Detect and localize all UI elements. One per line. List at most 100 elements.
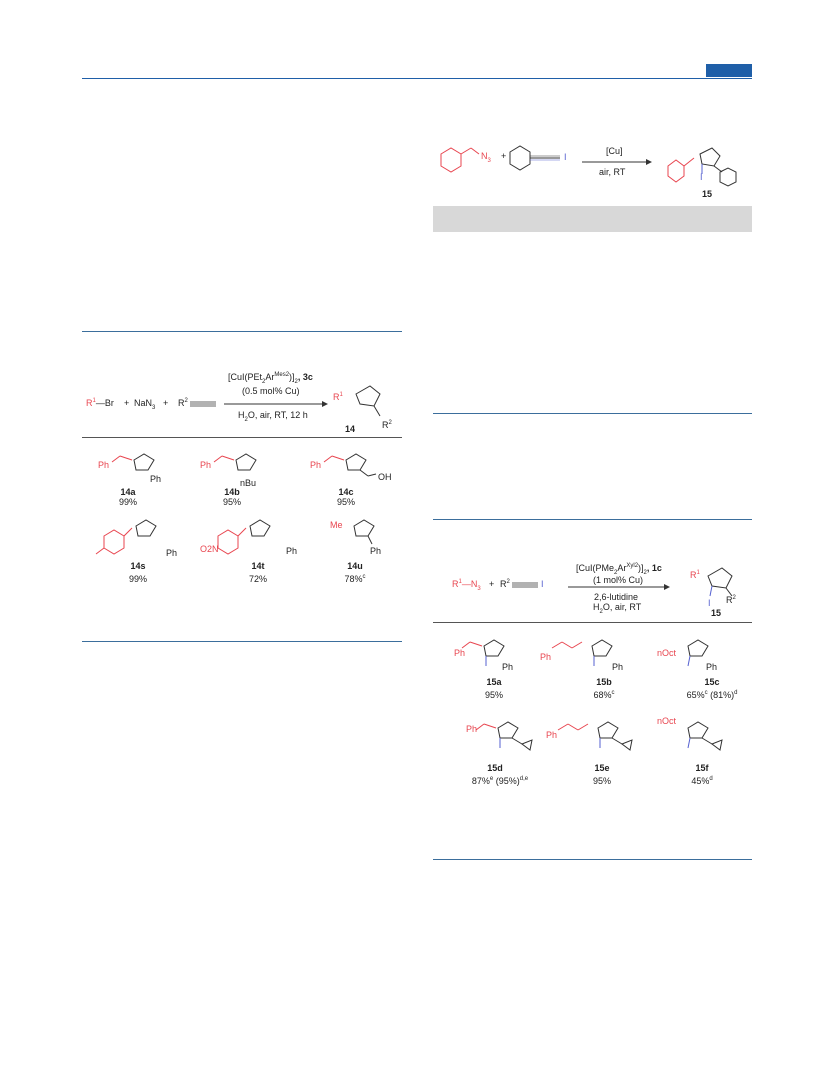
scheme15-product-number: 15 xyxy=(711,608,722,618)
product-14u-r: Ph xyxy=(370,546,382,556)
product-15f-yield: 45%d xyxy=(691,776,713,786)
product-14c-yield: 95% xyxy=(336,497,355,507)
product-15b-r1: Ph xyxy=(540,652,552,662)
product-15c-yield: 65%c (81%)d xyxy=(686,690,738,700)
scheme14-catalyst: [CuI(PEt2ArMes2)]2, 3c xyxy=(228,372,313,385)
product-15b-yield: 68%c xyxy=(593,690,615,700)
scheme14-product-structure xyxy=(355,385,381,417)
plus-sign: + xyxy=(501,151,507,161)
product-15e-r1: Ph xyxy=(546,730,558,740)
reagent-label: [Cu] xyxy=(606,146,623,156)
product-15a-r1: Ph xyxy=(454,648,466,658)
product-15f-r1: nOct xyxy=(657,716,677,726)
product-14s-id: 14s xyxy=(130,561,146,571)
scheme15-catalyst: [CuI(PMe2ArXyl2)]2, 1c xyxy=(576,563,662,576)
product-15c-id: 15c xyxy=(704,677,720,687)
scheme14-product-r1: R1 xyxy=(333,392,343,402)
product-14u-id: 14u xyxy=(347,561,363,571)
product-14c-sub: Ph xyxy=(310,460,322,470)
product-14b-structure xyxy=(213,453,257,471)
iodoalkyne-structure xyxy=(509,145,560,171)
product-15d-r1: Ph xyxy=(466,724,478,734)
product-15c-r2: Ph xyxy=(706,662,718,672)
scheme15-product-structure xyxy=(707,567,733,597)
product-15a-structure xyxy=(461,639,505,666)
scheme15-product-r2: R2 xyxy=(726,595,736,605)
product-14a-id: 14a xyxy=(120,487,136,497)
product-14t-id: 14t xyxy=(251,561,265,571)
product-14t-structure xyxy=(217,519,271,555)
scheme15-plus: + xyxy=(489,579,495,589)
rule-right-2 xyxy=(433,519,752,520)
table-header-band xyxy=(433,206,752,232)
product-15a-r2: Ph xyxy=(502,662,514,672)
scheme14-product-number: 14 xyxy=(345,424,356,434)
product-14u-sub: Me xyxy=(330,520,343,530)
reaction-arrow xyxy=(582,159,652,165)
product-14b-r: nBu xyxy=(240,478,257,488)
scheme15-iodoalkyne xyxy=(512,582,538,588)
scheme14-nan3: NaN3 xyxy=(134,398,156,411)
product-14u-yield: 78%c xyxy=(344,574,366,584)
product-15f-structure xyxy=(687,721,723,751)
scheme15-r2: R2 xyxy=(500,579,510,589)
product-14t-sub: O2N xyxy=(200,544,219,554)
product-14a-r: Ph xyxy=(150,474,162,484)
scheme15-loading: (1 mol% Cu) xyxy=(593,575,644,585)
product-15-structure xyxy=(667,147,737,187)
product-14s-structure xyxy=(95,519,157,555)
rule-right-1 xyxy=(433,413,752,414)
scheme14-plus2: + xyxy=(163,398,169,408)
product-14a-sub: Ph xyxy=(98,460,110,470)
product-14b-sub: Ph xyxy=(200,460,212,470)
product-15b-structure xyxy=(551,639,613,666)
product-15f-id: 15f xyxy=(695,763,709,773)
product-14u-structure xyxy=(353,519,375,545)
scheme15-product-r1: R1 xyxy=(690,570,700,580)
product-14a-yield: 99% xyxy=(118,497,137,507)
azide-label: N3 xyxy=(481,151,491,164)
product-15a-yield: 95% xyxy=(484,690,503,700)
page-badge xyxy=(706,64,752,77)
scheme15-arrow xyxy=(568,584,670,590)
product-14b-yield: 95% xyxy=(222,497,241,507)
header-rule xyxy=(82,78,752,79)
product-14s-yield: 99% xyxy=(128,574,147,584)
product-15d-id: 15d xyxy=(487,763,503,773)
rule-left-2 xyxy=(82,641,402,642)
scheme14-conditions: H2O, air, RT, 12 h xyxy=(238,410,308,423)
product-14t-yield: 72% xyxy=(248,574,267,584)
product-14a-structure xyxy=(111,453,155,471)
scheme14-plus1: + xyxy=(124,398,130,408)
scheme15-iodo: I xyxy=(541,579,544,589)
iodo-label: I xyxy=(564,152,567,162)
product-15-iodo: I xyxy=(700,172,703,182)
product-14s-r: Ph xyxy=(166,548,178,558)
product-15b-r2: Ph xyxy=(612,662,624,672)
scheme15-base: 2,6-lutidine xyxy=(594,592,639,602)
product-14c-r: OH xyxy=(378,472,392,482)
scheme14-product-r2: R2 xyxy=(382,420,392,430)
product-14t-r: Ph xyxy=(286,546,298,556)
product-15e-structure xyxy=(557,721,633,751)
product-15b-id: 15b xyxy=(596,677,612,687)
product-15a-id: 15a xyxy=(486,677,502,687)
scheme14-divider xyxy=(82,437,402,438)
product-15c-r1: nOct xyxy=(657,648,677,658)
product-15c-structure xyxy=(687,639,709,667)
scheme14-arrow xyxy=(224,401,328,407)
rule-right-3 xyxy=(433,859,752,860)
product-15d-yield: 87%e (95%)d,e xyxy=(471,776,529,786)
scheme15-product-iodo: I xyxy=(708,598,711,608)
scheme15-conditions: H2O, air, RT xyxy=(593,602,642,615)
product-15d-structure xyxy=(475,721,533,751)
product-14c-id: 14c xyxy=(338,487,354,497)
product-14b-id: 14b xyxy=(224,487,240,497)
scheme14-r1br: R1—Br xyxy=(86,398,114,408)
scheme15-r1n3: R1—N3 xyxy=(452,579,481,592)
scheme14-r2: R2 xyxy=(178,398,188,408)
scheme14-loading: (0.5 mol% Cu) xyxy=(242,386,300,396)
product-15e-yield: 95% xyxy=(592,776,611,786)
product-15e-id: 15e xyxy=(594,763,610,773)
product-14c-structure xyxy=(323,453,377,477)
